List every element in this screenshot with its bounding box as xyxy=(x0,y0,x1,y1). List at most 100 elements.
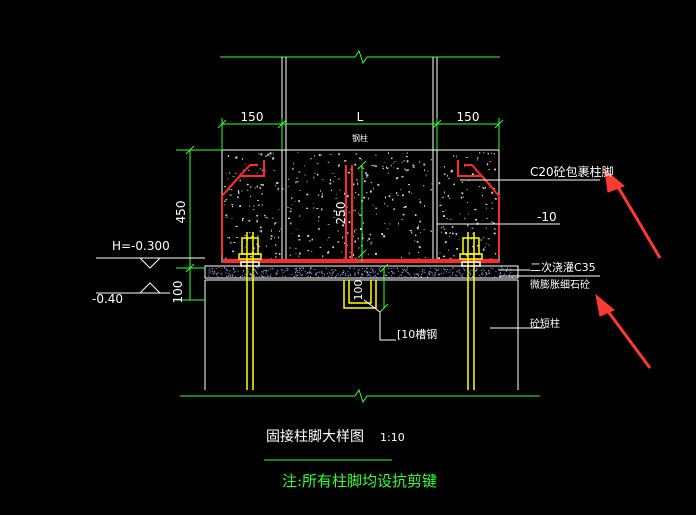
concrete-speckle xyxy=(477,244,479,247)
concrete-speckle xyxy=(471,173,474,176)
concrete-speckle xyxy=(459,213,461,215)
concrete-speckle xyxy=(444,173,446,175)
concrete-speckle xyxy=(489,187,491,189)
concrete-speckle xyxy=(256,185,258,188)
concrete-speckle xyxy=(290,208,292,210)
concrete-speckle xyxy=(452,232,454,235)
concrete-speckle xyxy=(343,242,346,244)
concrete-speckle xyxy=(370,182,372,184)
grout-stipple xyxy=(458,269,460,271)
grout-stipple xyxy=(331,276,333,278)
concrete-speckle xyxy=(354,257,357,259)
grout-stipple xyxy=(334,269,336,271)
grout-stipple xyxy=(331,269,333,271)
grout-stipple xyxy=(243,270,244,271)
grout-stipple xyxy=(488,272,490,274)
grout-stipple xyxy=(372,269,374,271)
grout-stipple xyxy=(432,272,434,274)
concrete-speckle xyxy=(414,240,416,242)
grout-stipple xyxy=(281,270,283,272)
concrete-speckle xyxy=(442,226,444,228)
grout-stipple xyxy=(398,275,400,277)
grout-stipple xyxy=(378,269,380,271)
grout-stipple xyxy=(299,274,301,276)
red-annotation-arrows xyxy=(595,168,662,369)
concrete-speckle xyxy=(225,216,228,218)
grout-stipple xyxy=(233,271,235,273)
grout-stipple xyxy=(234,270,236,272)
grout-stipple xyxy=(417,275,419,277)
concrete-speckle xyxy=(418,199,420,200)
concrete-speckle xyxy=(467,224,469,227)
grout-stipple xyxy=(309,272,311,274)
grout-stipple xyxy=(229,270,231,272)
concrete-speckle xyxy=(330,189,332,191)
concrete-speckle xyxy=(257,235,259,237)
concrete-speckle xyxy=(493,187,496,190)
dim-left-bottom: 100 xyxy=(171,281,185,304)
grout-stipple xyxy=(502,268,504,270)
grout-stipple xyxy=(434,274,436,276)
grout-stipple xyxy=(212,268,214,270)
concrete-speckle xyxy=(299,215,301,217)
grout-stipple xyxy=(342,273,344,275)
grout-stipple xyxy=(235,276,237,278)
concrete-speckle xyxy=(333,217,335,218)
grout-stipple xyxy=(368,274,370,276)
grout-stipple xyxy=(458,271,460,273)
concrete-speckle xyxy=(390,193,392,195)
grout-stipple xyxy=(493,276,495,278)
concrete-speckle xyxy=(291,197,293,199)
concrete-speckle xyxy=(362,234,364,236)
grout-stipple xyxy=(309,271,311,273)
grout-stipple xyxy=(431,274,433,276)
concrete-speckle xyxy=(441,231,442,233)
grout-stipple xyxy=(463,268,465,270)
grout-stipple xyxy=(343,270,344,272)
grout-stipple xyxy=(349,267,351,269)
concrete-speckle xyxy=(466,254,468,257)
grout-stipple xyxy=(249,274,251,275)
grout-stipple xyxy=(321,270,323,272)
grout-stipple xyxy=(269,268,271,270)
concrete-speckle xyxy=(450,258,452,260)
concrete-speckle xyxy=(332,181,335,182)
anchor-bolts xyxy=(238,232,483,390)
grout-stipple xyxy=(403,270,405,272)
concrete-speckle xyxy=(306,193,309,196)
grout-stipple xyxy=(485,275,487,277)
concrete-speckle xyxy=(354,163,357,166)
concrete-speckle xyxy=(414,214,417,217)
concrete-speckle xyxy=(341,251,343,253)
concrete-speckle xyxy=(449,219,452,220)
concrete-speckle xyxy=(358,193,360,196)
grout-stipple xyxy=(286,267,288,269)
grout-stipple xyxy=(415,276,417,278)
callout-channel: [10槽钢 xyxy=(397,328,437,341)
concrete-speckle xyxy=(447,195,450,197)
concrete-speckle xyxy=(397,222,399,225)
concrete-speckle xyxy=(482,248,485,251)
concrete-speckle xyxy=(267,153,270,156)
concrete-speckle xyxy=(329,154,332,155)
grout-stipple xyxy=(341,271,343,273)
concrete-speckle xyxy=(444,241,447,243)
concrete-speckle xyxy=(272,217,274,219)
concrete-speckle xyxy=(442,255,445,258)
concrete-speckle xyxy=(322,193,323,195)
dim-top-center: L xyxy=(357,110,364,124)
concrete-pier xyxy=(204,279,519,390)
grout-stipple xyxy=(316,274,318,276)
grout-stipple xyxy=(230,275,232,277)
concrete-speckle xyxy=(357,182,358,185)
concrete-speckle xyxy=(313,176,315,179)
concrete-speckle xyxy=(359,227,362,230)
concrete-speckle xyxy=(367,239,369,242)
concrete-speckle xyxy=(237,190,240,193)
concrete-speckle xyxy=(231,217,233,219)
concrete-speckle xyxy=(384,196,386,199)
grout-stipple xyxy=(391,268,393,270)
concrete-speckle xyxy=(269,152,272,155)
concrete-speckle xyxy=(401,176,404,178)
concrete-speckle xyxy=(400,256,402,258)
